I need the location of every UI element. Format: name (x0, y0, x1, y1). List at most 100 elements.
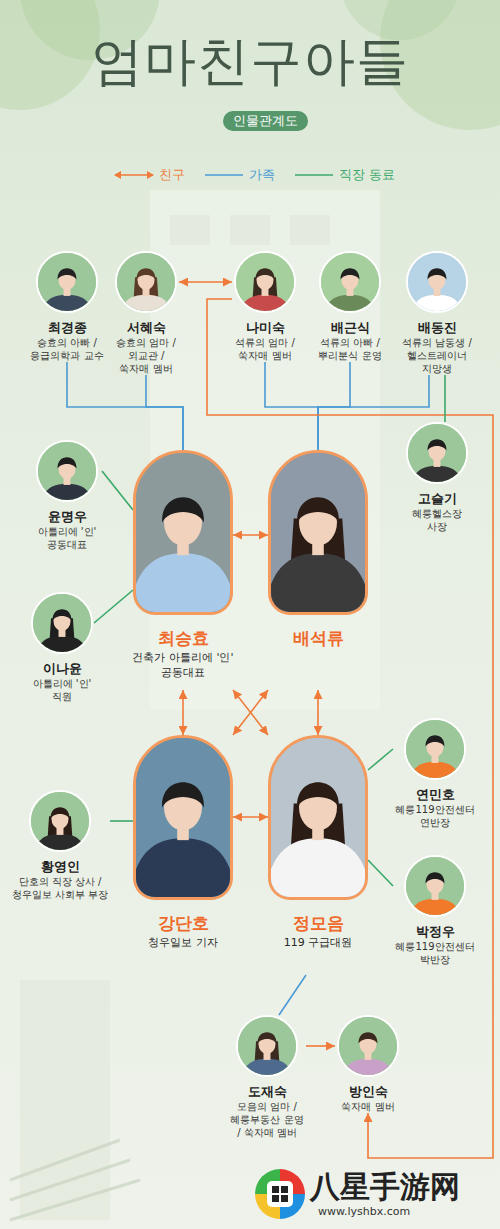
portrait (31, 792, 89, 850)
portrait (408, 424, 466, 482)
logo-shape (281, 1186, 288, 1193)
main-character-card: 정모음119 구급대원 (258, 735, 378, 975)
portrait-clothes (413, 466, 462, 482)
portrait-hair (297, 782, 339, 807)
photo-circle (406, 422, 468, 484)
portrait-clothes (411, 899, 460, 915)
character-role: 아틀리에 '인' 직원 (30, 677, 94, 703)
legend-entry: 친구 (113, 166, 185, 184)
relationship-connector (306, 1045, 335, 1047)
portrait (271, 453, 365, 612)
character-role: 승효의 아빠 / 응급의학과 교수 (27, 336, 107, 362)
background-shape (10, 1180, 140, 1220)
portrait-ground (238, 1017, 296, 1075)
character-card: 방인숙쑥자매 멤버 (335, 1015, 401, 1113)
main-character-card: 배석류 (268, 450, 368, 690)
background-shape (230, 215, 270, 245)
character-card: 고슬기혜릉헬스장 사장 (406, 422, 468, 533)
portrait-face (137, 269, 154, 290)
photo-circle (36, 440, 98, 502)
photo-circle (115, 251, 177, 313)
character-role: 청우일보 기자 (123, 935, 243, 950)
portrait-clothes (413, 295, 462, 311)
relationship-connector (368, 860, 393, 886)
portrait-hair (426, 735, 445, 746)
character-role: 아틀리에 '인' 공동대표 (32, 525, 102, 551)
portrait-face (428, 440, 445, 461)
character-role: 석류의 아빠 / 뿌리분식 운영 (317, 336, 383, 362)
portrait-ground (406, 720, 464, 778)
legend-arrowhead (147, 171, 154, 179)
character-card: 이나윤아틀리에 '인' 직원 (30, 592, 94, 703)
portrait (321, 253, 379, 311)
portrait (33, 594, 91, 652)
relationship-connector (318, 362, 350, 450)
badge-text: 인물관계도 (233, 113, 298, 129)
portrait-ground (31, 792, 89, 850)
portrait (38, 442, 96, 500)
portrait (339, 1017, 397, 1075)
character-role: 모음의 엄마 / 혜릉부동산 운영 / 쑥자매 멤버 (228, 1100, 306, 1139)
portrait-face (51, 808, 68, 829)
photo-circle (236, 1015, 298, 1077)
character-name: 배근식 (331, 319, 370, 336)
portrait-clothes (326, 295, 375, 311)
photo-circle (406, 251, 468, 313)
logo-shape (255, 1169, 305, 1219)
photo-circle (234, 251, 296, 313)
background-shape (290, 215, 330, 245)
portrait-hair (297, 497, 339, 522)
title-badge: 인물관계도 (223, 111, 308, 131)
portrait (136, 453, 230, 612)
portrait-face (58, 458, 75, 479)
character-role: 쑥자매 멤버 (335, 1100, 401, 1113)
photo-frame (268, 735, 368, 900)
background-shape (20, 980, 110, 1220)
character-card: 연민호혜릉119안전센터 연반장 (393, 718, 477, 829)
character-card: 윤명우아틀리에 '인' 공동대표 (32, 440, 102, 551)
character-name: 강단호 (158, 912, 209, 934)
character-name: 이나윤 (43, 660, 82, 677)
photo-circle (29, 790, 91, 852)
character-name: 최승효 (158, 627, 209, 649)
portrait-clothes (122, 295, 171, 311)
character-name: 배석류 (293, 627, 344, 649)
photo-frame (133, 735, 233, 900)
legend-entry: 직장 동료 (293, 166, 395, 184)
portrait (238, 1017, 296, 1075)
character-name: 윤명우 (48, 508, 87, 525)
legend-text: 직장 동료 (339, 166, 395, 184)
character-role: 석류의 엄마 / 쑥자매 멤버 (232, 336, 298, 362)
character-name: 도재숙 (248, 1083, 287, 1100)
photo-circle (337, 1015, 399, 1077)
portrait-face (426, 873, 443, 894)
portrait-ground (38, 253, 96, 311)
main-character-card: 강단호청우일보 기자 (123, 735, 243, 975)
character-role: 119 구급대원 (258, 935, 378, 950)
character-name: 연민호 (416, 786, 455, 803)
character-role: 혜릉119안전센터 연반장 (393, 803, 477, 829)
relationship-connector (265, 362, 318, 450)
relationship-connector (368, 749, 393, 770)
photo-circle (404, 855, 466, 917)
character-role: 혜릉119안전센터 박반장 (393, 940, 477, 966)
portrait-hair (51, 807, 70, 818)
photo-circle (31, 592, 93, 654)
legend-text: 친구 (159, 166, 185, 184)
photo-circle (319, 251, 381, 313)
portrait-clothes (136, 838, 230, 897)
portrait-ground (339, 1017, 397, 1075)
diagram-title: 엄마친구아들 (0, 30, 500, 92)
portrait-ground (236, 253, 294, 311)
portrait-hair (426, 872, 445, 883)
photo-circle (36, 251, 98, 313)
logo-shape (272, 1195, 279, 1202)
photo-circle (404, 718, 466, 780)
character-role: 단호의 직장 상사 / 청우일보 사회부 부장 (10, 875, 110, 901)
relationship-connector (146, 375, 183, 450)
portrait-clothes (344, 1059, 393, 1075)
character-role: 석류의 남동생 / 헬스트레이너 지망생 (401, 336, 473, 375)
portrait-clothes (36, 834, 85, 850)
